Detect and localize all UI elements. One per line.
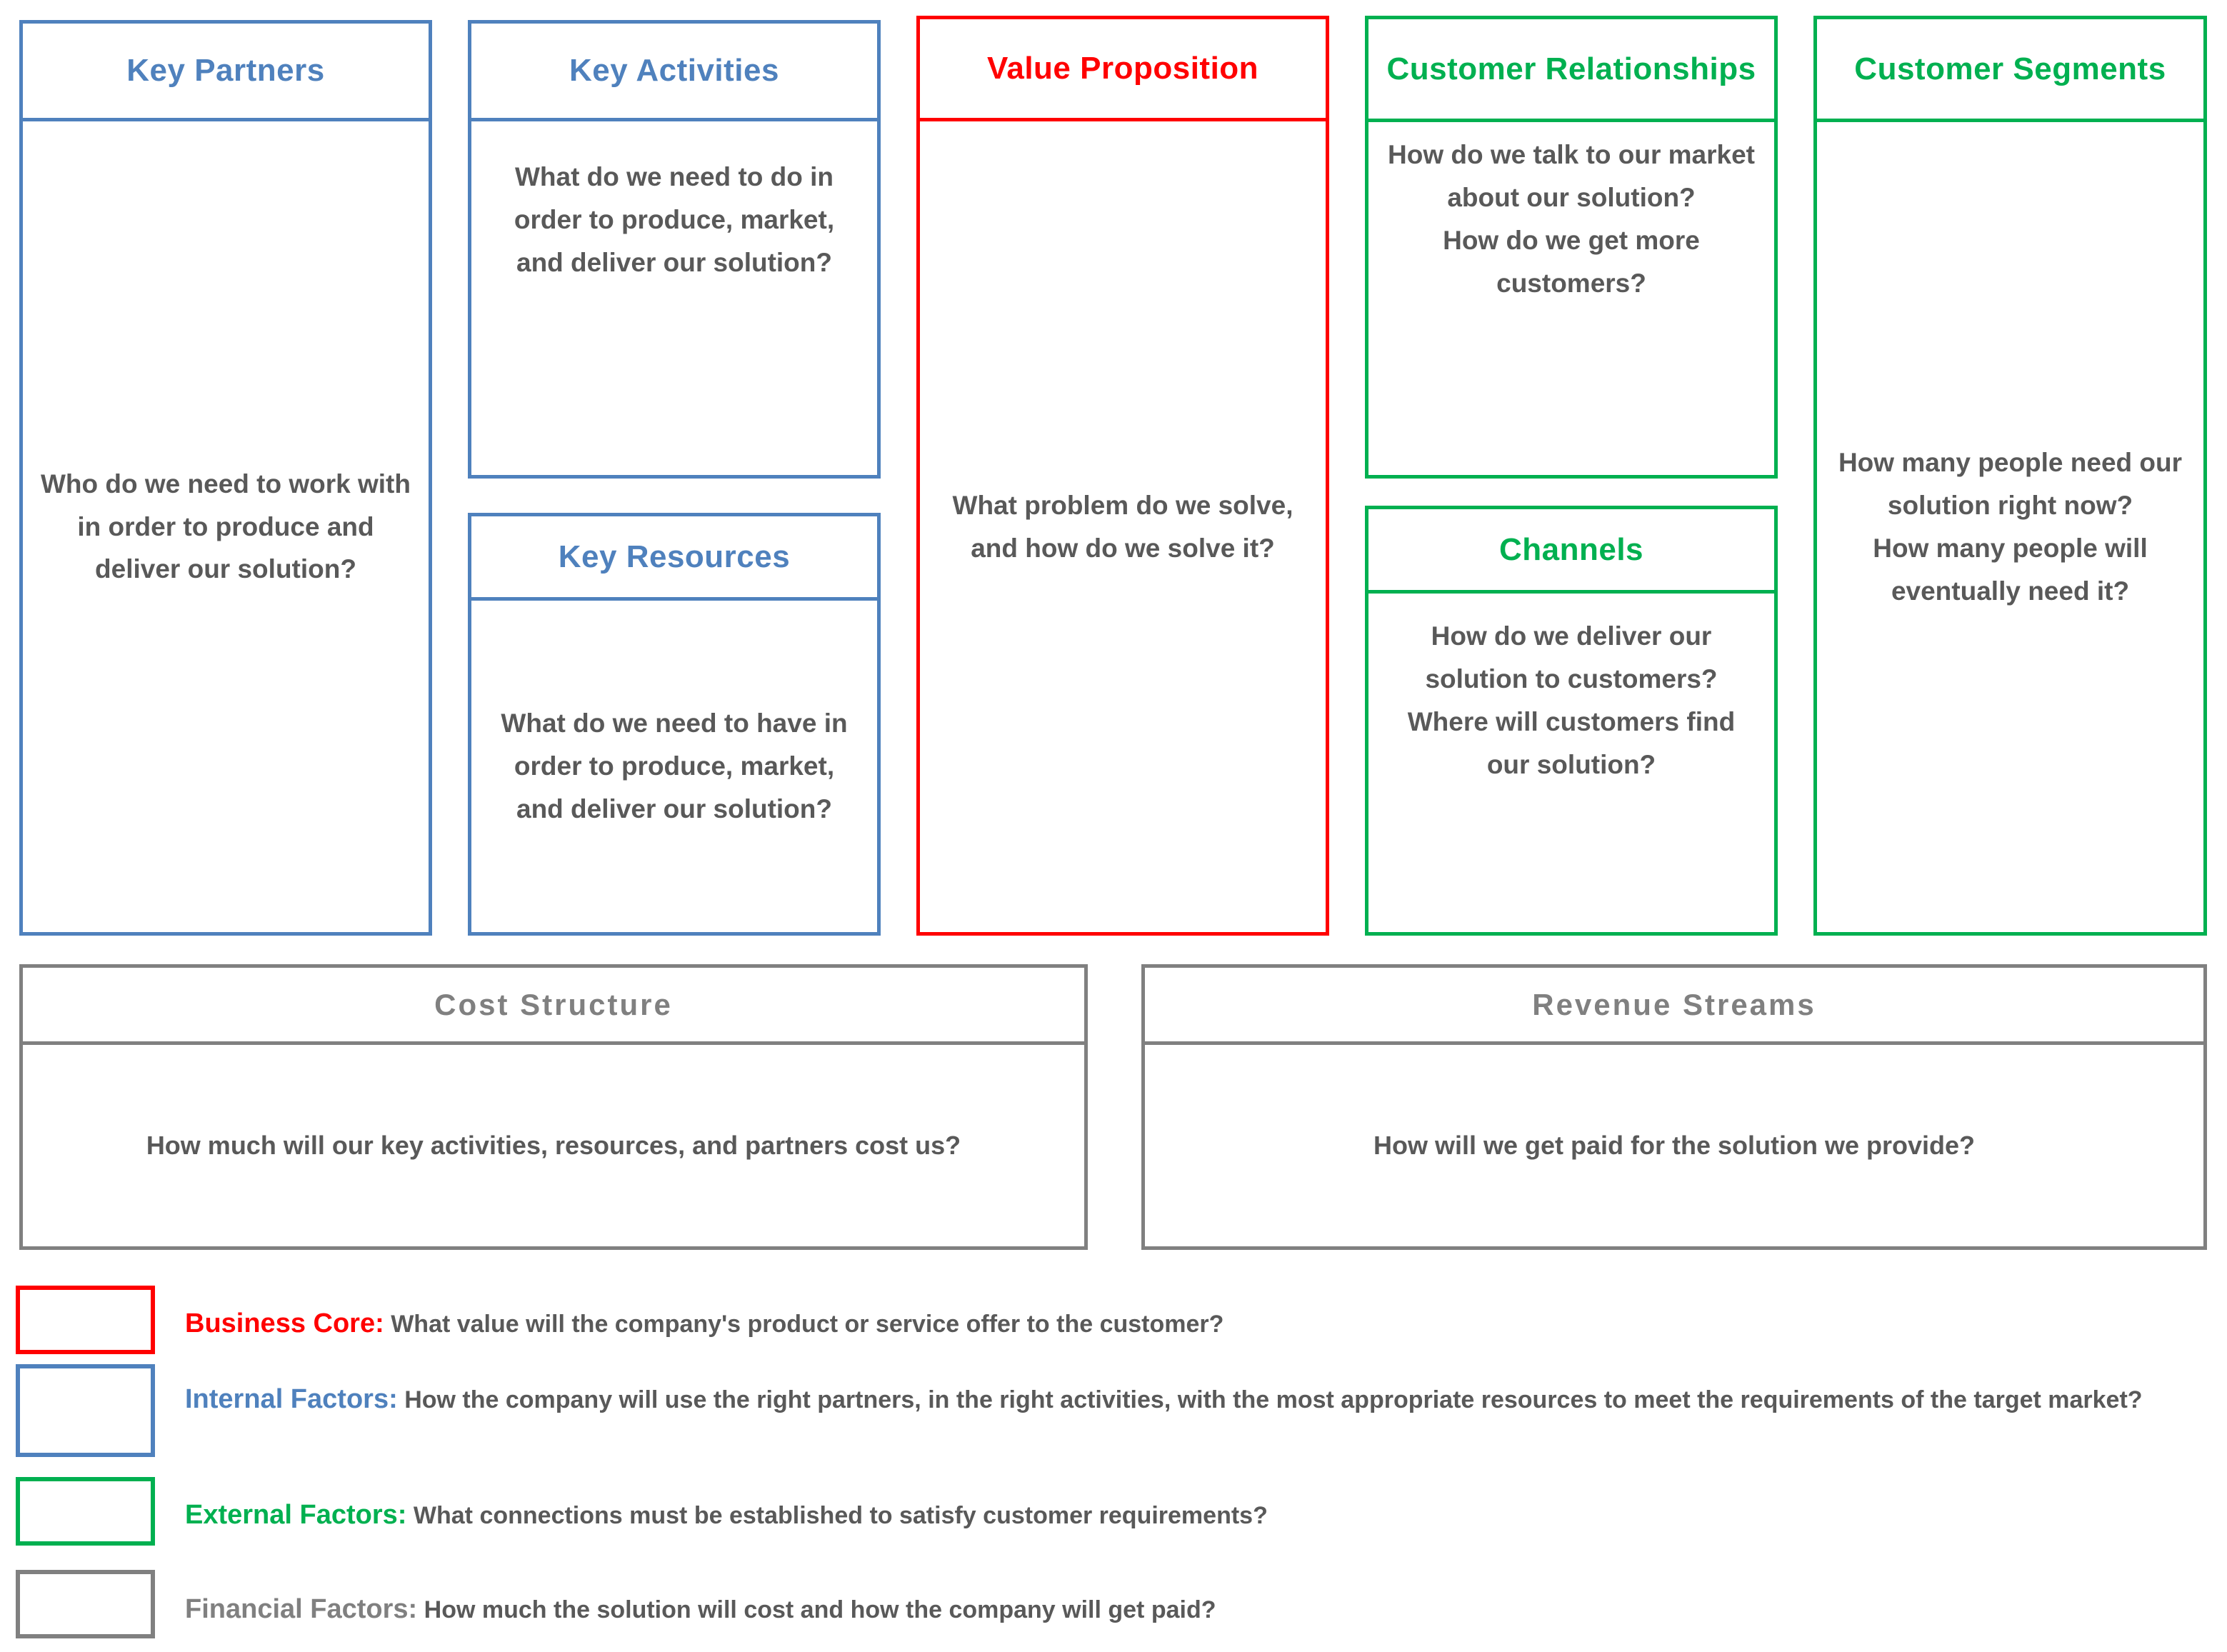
canvas-block-cost-structure[interactable]: Cost Structure How much will our key act…	[19, 964, 1088, 1250]
channels-title: Channels	[1368, 509, 1774, 594]
cost-structure-title: Cost Structure	[23, 968, 1084, 1045]
legend-description-business-core: What value will the company's product or…	[391, 1311, 1224, 1338]
legend-description-internal-factors: How the company will use the right partn…	[404, 1386, 2143, 1413]
legend-swatch-internal-factors	[16, 1364, 155, 1457]
customer-segments-title: Customer Segments	[1817, 19, 2203, 122]
legend-item-financial-factors: Financial Factors: How much the solution…	[0, 1570, 1216, 1638]
canvas-block-key-resources[interactable]: Key Resources What do we need to have in…	[468, 513, 881, 936]
legend-label-internal-factors: Internal Factors:	[185, 1384, 398, 1414]
customer-relationships-body: How do we talk to our market about our s…	[1388, 140, 1755, 298]
legend-swatch-external-factors	[16, 1477, 155, 1546]
legend-text-internal-factors: Internal Factors: How the company will u…	[185, 1380, 2143, 1419]
channels-body: How do we deliver our solution to custom…	[1407, 621, 1736, 779]
key-partners-title: Key Partners	[23, 24, 429, 121]
legend-item-internal-factors: Internal Factors: How the company will u…	[0, 1364, 2143, 1457]
customer-relationships-title: Customer Relationships	[1368, 19, 1774, 122]
cost-structure-body: How much will our key activities, resour…	[146, 1130, 961, 1160]
key-activities-body: What do we need to do in order to produc…	[514, 162, 835, 277]
canvas-block-key-activities[interactable]: Key Activities What do we need to do in …	[468, 20, 881, 479]
customer-segments-body: How many people need our solution right …	[1838, 448, 2183, 606]
legend-swatch-financial-factors	[16, 1570, 155, 1638]
legend-swatch-business-core	[16, 1286, 155, 1354]
legend-text-financial-factors: Financial Factors: How much the solution…	[185, 1590, 1216, 1629]
revenue-streams-title: Revenue Streams	[1145, 968, 2203, 1045]
canvas-block-revenue-streams[interactable]: Revenue Streams How will we get paid for…	[1141, 964, 2207, 1250]
key-partners-body: Who do we need to work with in order to …	[41, 469, 411, 584]
key-resources-body: What do we need to have in order to prod…	[501, 709, 848, 824]
canvas-block-channels[interactable]: Channels How do we deliver our solution …	[1365, 506, 1778, 936]
legend-text-business-core: Business Core: What value will the compa…	[185, 1304, 1223, 1343]
canvas-block-key-partners[interactable]: Key Partners Who do we need to work with…	[19, 20, 432, 936]
legend-item-external-factors: External Factors: What connections must …	[0, 1477, 1268, 1546]
legend-description-external-factors: What connections must be established to …	[413, 1502, 1268, 1529]
canvas-block-customer-relationships[interactable]: Customer Relationships How do we talk to…	[1365, 16, 1778, 479]
key-activities-title: Key Activities	[471, 24, 877, 121]
canvas-block-customer-segments[interactable]: Customer Segments How many people need o…	[1813, 16, 2207, 936]
canvas-block-value-proposition[interactable]: Value Proposition What problem do we sol…	[916, 16, 1329, 936]
legend-description-financial-factors: How much the solution will cost and how …	[424, 1596, 1216, 1623]
key-resources-title: Key Resources	[471, 516, 877, 601]
value-proposition-title: Value Proposition	[920, 19, 1326, 121]
legend-label-financial-factors: Financial Factors:	[185, 1594, 418, 1624]
legend-label-external-factors: External Factors:	[185, 1500, 407, 1530]
value-proposition-body: What problem do we solve, and how do we …	[952, 490, 1293, 563]
legend-text-external-factors: External Factors: What connections must …	[185, 1496, 1268, 1535]
legend-label-business-core: Business Core:	[185, 1308, 384, 1338]
legend-item-business-core: Business Core: What value will the compa…	[0, 1286, 1223, 1354]
revenue-streams-body: How will we get paid for the solution we…	[1373, 1130, 1976, 1160]
